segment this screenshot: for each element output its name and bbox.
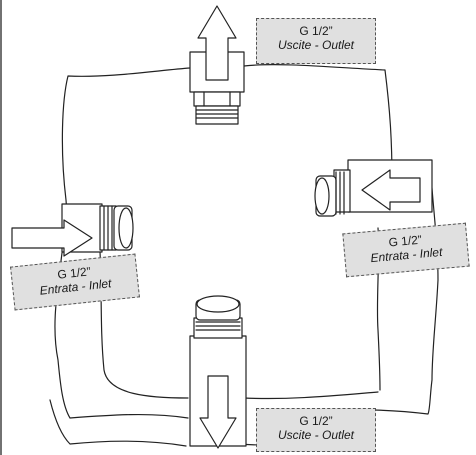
right-inlet-arrow <box>361 169 421 211</box>
hose-bottom-inner <box>243 391 379 400</box>
label-outlet-top: G 1/2” Uscite - Outlet <box>256 18 376 64</box>
label-outlet-bottom-text: Uscite - Outlet <box>277 428 355 442</box>
bottom-outlet-arrow <box>199 375 237 449</box>
hose-inner-left <box>243 64 393 181</box>
hose-bottom-left-outer <box>49 399 187 447</box>
top-outlet-arrow <box>197 5 237 81</box>
label-outlet-bottom-size: G 1/2” <box>299 414 333 428</box>
label-outlet-top-text: Uscite - Outlet <box>277 38 355 52</box>
label-outlet-bottom: G 1/2” Uscite - Outlet <box>256 408 376 452</box>
left-inlet-arrow <box>11 219 93 257</box>
label-outlet-top-size: G 1/2” <box>299 24 333 38</box>
